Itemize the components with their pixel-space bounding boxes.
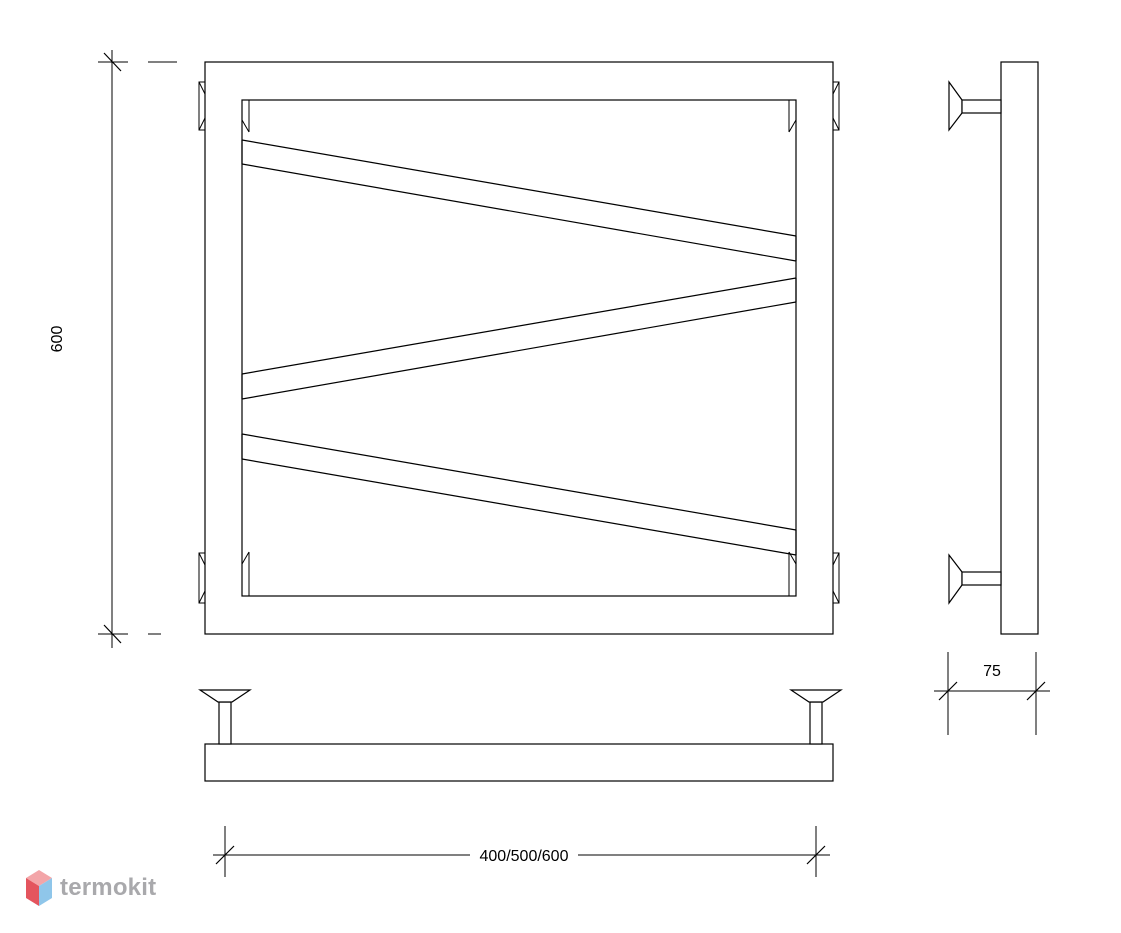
depth-dimension: 75	[934, 652, 1050, 735]
height-dimension: 600	[49, 50, 177, 648]
front-view	[198, 61, 840, 635]
side-view	[948, 61, 1039, 635]
brand-logo: termokit	[24, 868, 156, 908]
top-view	[198, 689, 843, 782]
outer-frame	[204, 61, 834, 635]
side-panel	[1000, 61, 1039, 635]
width-dimension: 400/500/600	[213, 826, 830, 877]
height-label: 600	[49, 326, 66, 353]
top-panel	[204, 743, 834, 782]
cube-icon	[26, 870, 52, 906]
mounting-brackets	[198, 81, 840, 604]
brand-name: termokit	[60, 874, 157, 901]
depth-label: 75	[983, 663, 1001, 680]
inner-frame	[241, 99, 797, 597]
diagonal-bars	[241, 139, 797, 556]
width-label: 400/500/600	[480, 848, 569, 865]
